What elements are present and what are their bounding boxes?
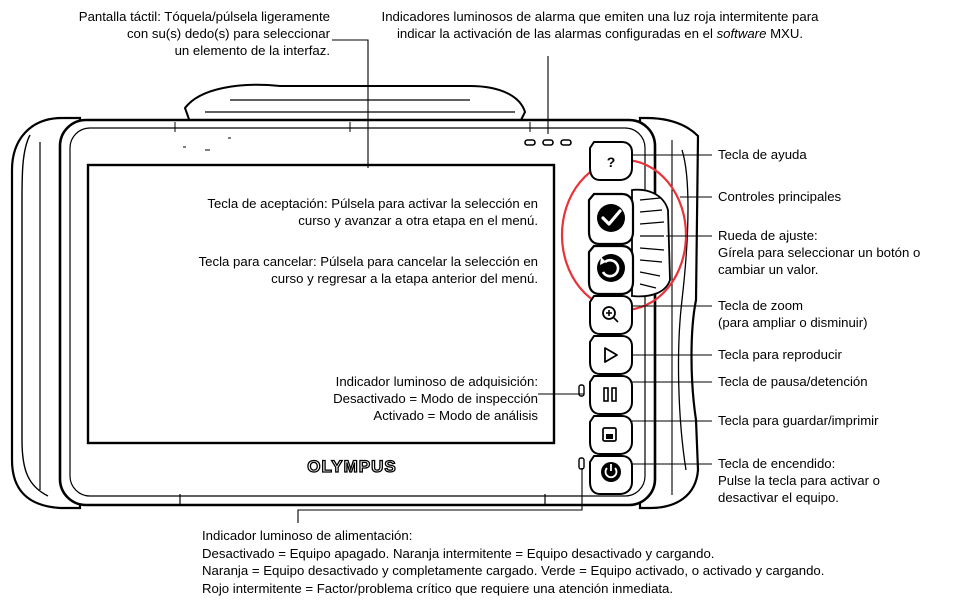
callout-line: curso y avanzar a otra etapa en el menú. xyxy=(298,213,538,228)
callout-power-key: Tecla de encendido: Pulse la tecla para … xyxy=(718,455,880,506)
callout-line: Tecla de encendido: xyxy=(718,456,836,471)
callout-line: curso y regresar a la etapa anterior del… xyxy=(271,271,538,286)
callout-line: Tecla para reproducir xyxy=(718,347,842,362)
carry-handle xyxy=(183,83,527,123)
callout-line: Desactivado = Equipo apagado. Naranja in… xyxy=(202,545,715,561)
key-cancel[interactable] xyxy=(587,244,635,296)
callout-line: Tecla de zoom xyxy=(718,298,804,313)
callout-line: Rueda de ajuste: xyxy=(718,228,818,243)
key-help[interactable]: ? xyxy=(589,141,633,181)
callout-help-key: Tecla de ayuda xyxy=(718,146,807,163)
power-light xyxy=(578,457,585,470)
key-power[interactable] xyxy=(589,455,633,495)
callout-line: Tecla para guardar/imprimir xyxy=(718,413,879,428)
power-icon xyxy=(604,467,618,479)
callout-adjust-wheel: Rueda de ajuste: Gírela para seleccionar… xyxy=(718,227,920,278)
callout-play-key: Tecla para reproducir xyxy=(718,346,842,363)
callout-text: indicar la activación de las alarmas con… xyxy=(396,26,717,41)
callout-power-light: Indicador luminoso de alimentación: Desa… xyxy=(202,527,824,597)
acquisition-light xyxy=(578,384,585,397)
callout-text-italic: software xyxy=(716,26,767,41)
callout-line: desactivar el equipo. xyxy=(718,490,839,505)
callout-line: indicar la activación de las alarmas con… xyxy=(360,25,840,42)
brand-logo: OLYMPUS xyxy=(307,456,397,476)
callout-line: un elemento de la interfaz. xyxy=(174,43,330,58)
callout-line: Tecla para cancelar: Púlsela para cancel… xyxy=(198,254,538,269)
leader-lines xyxy=(297,39,712,523)
callout-line: Controles principales xyxy=(718,189,842,204)
callout-pause-key: Tecla de pausa/detención xyxy=(718,373,868,390)
screen-marks xyxy=(183,137,231,151)
key-accept[interactable] xyxy=(587,192,635,246)
callout-line: Desactivado = Modo de inspección xyxy=(333,391,538,406)
question-icon: ? xyxy=(607,154,616,170)
callout-acquisition-light: Indicador luminoso de adquisición: Desac… xyxy=(250,373,538,424)
callout-cancel-key: Tecla para cancelar: Púlsela para cancel… xyxy=(120,253,538,287)
callout-main-controls: Controles principales xyxy=(718,188,841,205)
callout-save-key: Tecla para guardar/imprimir xyxy=(718,412,879,429)
touchscreen[interactable] xyxy=(86,163,556,445)
callout-touchscreen: Pantalla táctil: Tóquela/púlsela ligeram… xyxy=(20,8,330,59)
zoom-icon xyxy=(602,306,616,320)
callout-line: Tecla de ayuda xyxy=(718,147,807,162)
callout-line: Naranja = Equipo desactivado y completam… xyxy=(202,563,825,578)
callout-zoom-key: Tecla de zoom (para ampliar o disminuir) xyxy=(718,297,868,331)
key-zoom[interactable] xyxy=(589,295,633,335)
key-save[interactable] xyxy=(589,415,633,455)
play-icon xyxy=(604,347,618,363)
callout-line: Activado = Modo de análisis xyxy=(373,408,538,423)
callout-line: cambiar un valor. xyxy=(718,262,819,277)
callout-text: MXU. xyxy=(766,26,804,41)
callout-accept-key: Tecla de aceptación: Púlsela para activa… xyxy=(120,195,538,229)
pause-icon xyxy=(603,387,609,402)
check-icon xyxy=(601,209,622,226)
callout-line: Tecla de aceptación: Púlsela para activa… xyxy=(207,196,538,211)
key-pause[interactable] xyxy=(589,375,633,415)
callout-line: Indicadores luminosos de alarma que emit… xyxy=(381,9,819,24)
callout-line: con su(s) dedo(s) para seleccionar xyxy=(126,26,330,41)
alarm-lights xyxy=(524,139,572,146)
callout-line: Pulse la tecla para activar o xyxy=(718,473,880,488)
adjust-wheel[interactable] xyxy=(631,188,671,298)
callout-line: Tecla de pausa/detención xyxy=(718,374,868,389)
callout-line: Rojo intermitente = Factor/problema crít… xyxy=(202,580,673,596)
callout-line: Pantalla táctil: Tóquela/púlsela ligeram… xyxy=(78,9,330,24)
undo-icon xyxy=(601,258,620,278)
callout-line: Indicador luminoso de alimentación: xyxy=(202,528,413,543)
key-play[interactable] xyxy=(589,335,633,375)
callout-alarm-lights: Indicadores luminosos de alarma que emit… xyxy=(360,8,840,42)
callout-line: (para ampliar o disminuir) xyxy=(718,315,868,330)
callout-line: Indicador luminoso de adquisición: xyxy=(335,374,538,389)
save-icon xyxy=(602,427,617,442)
callout-line: Gírela para seleccionar un botón o xyxy=(718,245,921,260)
